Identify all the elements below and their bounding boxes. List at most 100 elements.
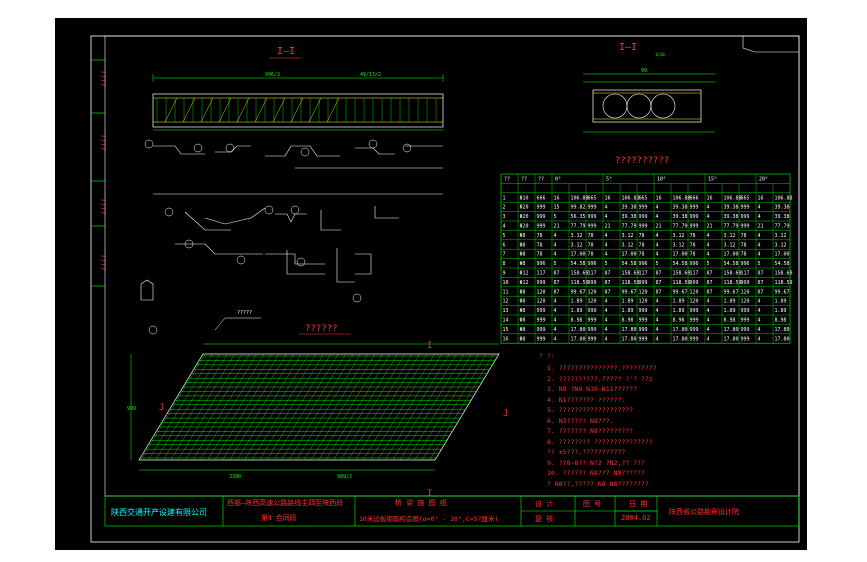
table-cell: 999: [639, 336, 648, 342]
table-cell: 3.12: [622, 233, 634, 239]
table-cell: 54.58: [571, 261, 586, 267]
table-cell: 78: [690, 252, 696, 258]
table-cell: 4: [758, 214, 761, 220]
tb-drawing-line2: 10米边板钢筋构造图(α=0° - 20°,C=5?厘米): [359, 515, 499, 523]
table-cell: 4: [554, 252, 557, 258]
table-cell: 4: [656, 233, 659, 239]
notes-header: ? ?:: [539, 352, 555, 360]
table-cell: 87: [605, 271, 611, 277]
table-cell: 120: [741, 299, 750, 305]
table-cell: 17.80: [775, 327, 790, 333]
table-cell: 87: [554, 280, 560, 286]
table-cell: 118.59: [673, 280, 691, 286]
table-cell: 666: [690, 195, 699, 201]
section-mark-b: I: [427, 489, 432, 499]
title-block-grid: [104, 495, 800, 527]
table-cell: 17.00: [775, 252, 790, 258]
table-cell: 4: [758, 233, 761, 239]
cad-drawing: I—I 996/2 49/13/2: [90, 35, 800, 543]
table-header-cell: ??: [504, 177, 510, 183]
table-cell: 78: [537, 252, 543, 258]
table-cell: 78: [588, 252, 594, 258]
table-cell: 5: [758, 261, 761, 267]
table-cell: 3.12: [673, 233, 685, 239]
tb-label-design: 设 计: [535, 500, 554, 508]
table-cell: 17.80: [724, 336, 739, 342]
table-cell: 999: [588, 327, 597, 333]
table-cell: 999: [690, 308, 699, 314]
table-cell: 120: [690, 299, 699, 305]
table-cell: 15: [503, 327, 509, 333]
table-cell: 4: [758, 318, 761, 324]
table-cell: 99.82: [571, 205, 586, 211]
table-cell: 12: [503, 299, 509, 305]
table-cell: 2: [503, 205, 506, 211]
note-line: 9. ??8~8?? N?2 ?N2,?? ???: [547, 458, 645, 467]
table-cell: 999: [639, 318, 648, 324]
table-header-cell: 5°: [606, 177, 612, 183]
table-cell: 4: [707, 214, 710, 220]
table-cell: 120: [639, 289, 648, 295]
table-cell: 77.79: [622, 224, 637, 230]
table-cell: 106.88: [673, 195, 691, 201]
table-cell: 999: [537, 214, 546, 220]
table-cell: 118.59: [622, 280, 640, 286]
table-header-cell: ??: [521, 177, 527, 183]
table-cell: 4: [707, 308, 710, 314]
table-cell: 1.89: [724, 299, 736, 305]
table-header-cell: 0°: [555, 177, 561, 183]
elevation-view: [152, 74, 444, 131]
table-cell: 999: [537, 280, 546, 286]
table-cell: 99.67: [775, 289, 790, 295]
table-cell: 999: [690, 205, 699, 211]
table-cell: 99.67: [622, 289, 637, 295]
table-cell: 5: [554, 214, 557, 220]
table-cell: 54.58: [775, 261, 790, 267]
table-cell: 87: [656, 289, 662, 295]
table-cell: 999: [537, 327, 546, 333]
table-cell: 17.80: [775, 336, 790, 342]
table-cell: Φ8: [520, 327, 526, 333]
table-cell: 999: [639, 327, 648, 333]
tb-label-check: 复 核: [535, 515, 554, 523]
table-cell: 665: [639, 195, 648, 201]
side-label-4: ????: [99, 254, 107, 271]
plan-dim-side: 999: [127, 406, 136, 412]
table-cell: 117: [588, 271, 597, 277]
table-cell: 78: [690, 233, 696, 239]
table-cell: 16: [554, 195, 560, 201]
table-cell: 106.83: [622, 195, 640, 201]
table-cell: 11: [503, 289, 509, 295]
table-cell: 39.38: [622, 214, 637, 220]
table-cell: 16: [656, 195, 662, 201]
table-cell: 17.80: [622, 327, 637, 333]
table-cell: 39.38: [724, 205, 739, 211]
table-cell: 4: [605, 214, 608, 220]
table-cell: 999: [741, 214, 750, 220]
table-cell: 8.98: [673, 318, 685, 324]
table-cell: 9: [503, 271, 506, 277]
table-cell: 87: [605, 289, 611, 295]
table-cell: 3.12: [622, 242, 634, 248]
table-cell: 120: [639, 299, 648, 305]
table-cell: 996: [690, 261, 699, 267]
table-cell: 4: [605, 299, 608, 305]
table-cell: 1.89: [775, 308, 787, 314]
table-cell: 999: [690, 336, 699, 342]
note-line: ?? ±5???,???????????: [547, 448, 626, 456]
table-cell: 4: [554, 299, 557, 305]
table-cell: 5: [707, 261, 710, 267]
table-cell: 158.69: [673, 271, 691, 277]
table-cell: 999: [537, 336, 546, 342]
table-cell: 1.89: [673, 308, 685, 314]
table-cell: 5: [656, 261, 659, 267]
table-cell: Φ20: [520, 214, 529, 220]
plan-callout: ?????: [237, 310, 252, 316]
table-cell: 999: [741, 224, 750, 230]
table-cell: 4: [656, 336, 659, 342]
table-cell: 8: [503, 261, 506, 267]
section-title-left: I—I: [277, 46, 295, 57]
table-cell: 999: [639, 224, 648, 230]
section-width: 99: [641, 68, 647, 74]
tb-label-figure: 图 号: [583, 500, 602, 508]
